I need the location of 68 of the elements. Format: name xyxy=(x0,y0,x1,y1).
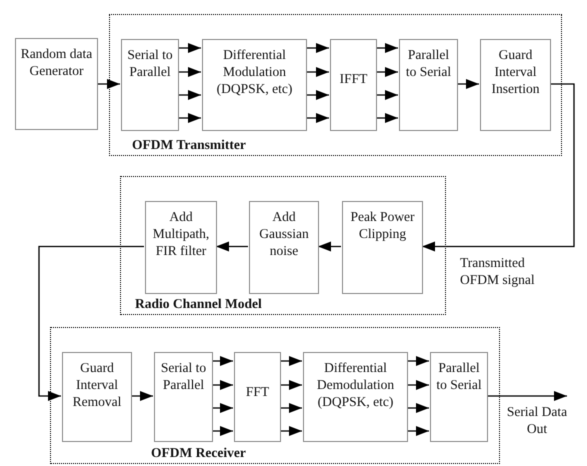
arrow xyxy=(376,90,398,100)
group-label: Radio Channel Model xyxy=(135,296,262,312)
block-label: Random data Generator xyxy=(20,45,94,79)
process-block xyxy=(145,201,217,294)
process-block xyxy=(62,352,132,442)
arrow xyxy=(178,90,201,100)
arrow xyxy=(212,380,233,390)
block-label: Add Multipath, FIR filter xyxy=(152,208,210,259)
arrow xyxy=(212,403,233,413)
arrow xyxy=(487,391,567,401)
arrow xyxy=(178,113,201,123)
arrow xyxy=(178,43,201,53)
block-label: Differential Modulation (DQPSK, etc) xyxy=(216,46,294,97)
arrow xyxy=(407,403,429,413)
arrow xyxy=(318,242,341,252)
process-block xyxy=(154,352,213,442)
arrow xyxy=(457,79,479,89)
process-block xyxy=(121,39,179,131)
arrow xyxy=(376,113,398,123)
process-block xyxy=(342,201,423,294)
arrow xyxy=(407,356,429,366)
process-block xyxy=(202,39,307,131)
arrow xyxy=(280,426,302,436)
arrow xyxy=(280,403,302,413)
arrow xyxy=(216,242,248,252)
arrow xyxy=(178,67,201,77)
group-label: OFDM Receiver xyxy=(151,445,246,461)
arrow xyxy=(131,391,153,401)
block-label: Parallel to Serial xyxy=(404,46,452,80)
arrow xyxy=(212,426,233,436)
block-label: Peak Power Clipping xyxy=(349,208,416,242)
dotted-group-frame xyxy=(109,14,562,156)
arrow xyxy=(280,356,302,366)
block-label: Differential Demodulation (DQPSK, etc) xyxy=(316,359,396,410)
process-block xyxy=(15,38,98,130)
arrow xyxy=(376,43,398,53)
block-label: FFT xyxy=(244,383,270,400)
arrow xyxy=(306,113,329,123)
process-block xyxy=(234,352,281,442)
block-label: IFFT xyxy=(338,70,368,87)
arrow xyxy=(280,380,302,390)
arrow xyxy=(376,67,398,77)
dotted-group-frame xyxy=(120,176,446,315)
block-label: Guard Interval Insertion xyxy=(490,46,540,97)
arrow xyxy=(306,90,329,100)
block-label: Serial to Parallel xyxy=(160,359,208,393)
block-label: Serial to Parallel xyxy=(126,46,174,80)
arrow xyxy=(407,380,429,390)
edge-label: Serial Data Out xyxy=(506,403,568,437)
dotted-group-frame xyxy=(50,327,500,464)
arrow xyxy=(422,83,575,252)
process-block xyxy=(303,352,408,442)
arrow xyxy=(306,43,329,53)
block-label: Guard Interval Removal xyxy=(72,359,122,410)
process-block xyxy=(399,39,458,131)
arrow xyxy=(98,79,120,89)
process-block xyxy=(480,39,551,131)
edge-label: Transmitted OFDM signal xyxy=(460,254,536,288)
arrow xyxy=(212,356,233,366)
process-block xyxy=(249,201,319,294)
block-label: Parallel to Serial xyxy=(435,359,483,393)
block-label: Add Gaussian noise xyxy=(258,208,310,259)
process-block xyxy=(330,39,377,131)
arrow xyxy=(407,426,429,436)
arrow xyxy=(38,246,144,401)
arrow xyxy=(306,67,329,77)
process-block xyxy=(430,352,488,442)
group-label: OFDM Transmitter xyxy=(132,137,246,153)
